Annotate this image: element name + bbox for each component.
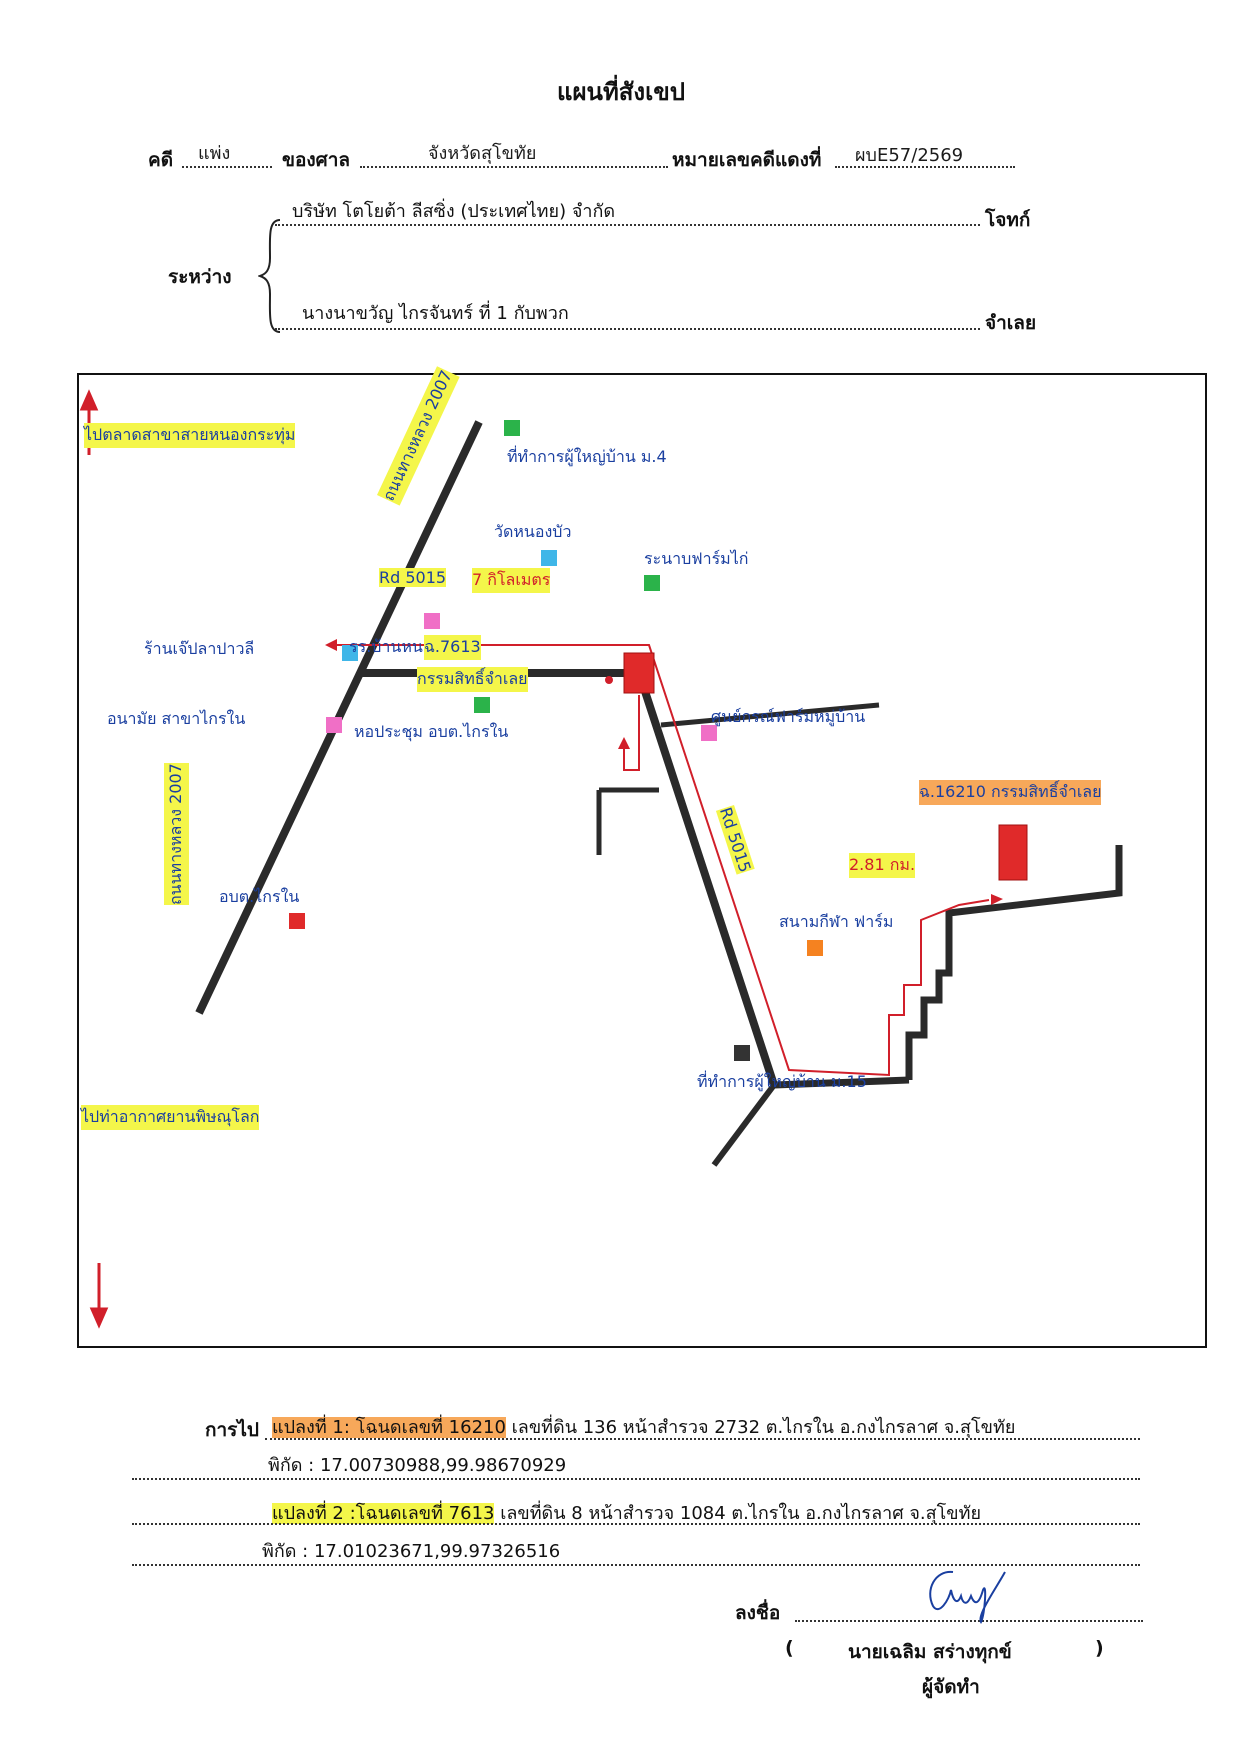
court-dots bbox=[360, 166, 668, 168]
plot1-prefix: แปลงที่ 1: โฉนดเลขที่ 16210 bbox=[272, 1417, 506, 1438]
close-paren: ) bbox=[1095, 1637, 1104, 1659]
south-note: ไปท่าอากาศยานพิษณุโลก bbox=[81, 1105, 260, 1130]
stepped-road bbox=[905, 845, 1123, 1080]
south-arrow bbox=[89, 1263, 109, 1329]
route-to-plot2 bbox=[623, 695, 640, 771]
party-brace bbox=[258, 219, 281, 333]
rd-5015-side bbox=[635, 671, 778, 1087]
branch-road-east bbox=[660, 702, 880, 728]
court-label: ของศาล bbox=[282, 149, 351, 171]
plot2-line: แปลงที่ 2 :โฉนดเลขที่ 7613 เลขที่ดิน 8 ห… bbox=[272, 1498, 981, 1527]
plot1-rest: เลขที่ดิน 136 หน้าสำรวจ 2732 ต.ไกรใน อ.ก… bbox=[505, 1417, 1016, 1438]
plot2-dots bbox=[132, 1523, 1140, 1525]
defendant-name: นางนาขวัญ ไกรจันทร์ ที่ 1 กับพวก bbox=[302, 303, 569, 324]
plot2-dot bbox=[605, 676, 613, 684]
marker-chicken-farm bbox=[644, 575, 660, 591]
meeting-hall-label: หอประชุม อบต.ไกรใน bbox=[354, 722, 509, 741]
marker-abt bbox=[289, 913, 305, 929]
distance-2-label: 2.81 กม. bbox=[849, 853, 916, 878]
plaintiff-name: บริษัท โตโยต้า ลีสซิ่ง (ประเทศไทย) จำกัด bbox=[292, 201, 616, 222]
plaintiff-role: โจทก์ bbox=[985, 209, 1031, 231]
map-drawing bbox=[79, 389, 1123, 1329]
between-label: ระหว่าง bbox=[168, 266, 232, 288]
rd-5015-top-label: Rd 5015 bbox=[379, 568, 447, 587]
plot1-label: ฉ.16210 กรรมสิทธิ์จำเลย bbox=[919, 780, 1102, 805]
stadium-label: สนามกีฬา ฟาร์ม bbox=[779, 912, 894, 931]
plot1-dots bbox=[265, 1438, 1140, 1440]
road-2007-bottom-label: ถนนทางหลวง 2007 bbox=[164, 763, 189, 905]
marker-meeting-hall bbox=[474, 697, 490, 713]
shop-label: ร้านเจ๊ปลาปาวลี bbox=[144, 639, 255, 658]
marker-farm-center bbox=[701, 725, 717, 741]
plaintiff-dots bbox=[275, 224, 980, 226]
health-center-label: อนามัย สาขาไกรใน bbox=[107, 709, 246, 728]
village-head-4-label: ที่ทำการผู้ใหญ่บ้าน ม.4 bbox=[507, 447, 667, 466]
open-paren: ( bbox=[785, 1637, 794, 1659]
directions-label: การไป bbox=[205, 1419, 259, 1441]
marker-shop bbox=[342, 645, 358, 661]
plot2-marker bbox=[623, 652, 655, 694]
marker-school bbox=[424, 613, 440, 629]
route-arrow-plot2 bbox=[618, 737, 630, 749]
plot1-coords-dots bbox=[132, 1478, 1140, 1480]
village-head-15-label: ที่ทำการผู้ใหญ่บ้าน ม.15 bbox=[697, 1072, 867, 1091]
lower-road-south bbox=[711, 1083, 777, 1167]
route-arrow-plot1 bbox=[991, 894, 1003, 905]
plot2-rest: เลขที่ดิน 8 หน้าสำรวจ 1084 ต.ไกรใน อ.กงไ… bbox=[494, 1503, 982, 1524]
sign-dots bbox=[795, 1620, 1143, 1622]
marker-village-head-4 bbox=[504, 420, 520, 436]
plot1-marker bbox=[998, 824, 1028, 881]
farm-center-label: ศูนย์กรณ์ฟาร์มหมู่บ้าน bbox=[711, 707, 866, 726]
plot2-coords: พิกัด : 17.01023671,99.97326516 bbox=[262, 1541, 561, 1562]
sign-label: ลงชื่อ bbox=[735, 1602, 781, 1624]
case-value: แพ่ง bbox=[198, 143, 231, 164]
case-label: คดี bbox=[148, 149, 174, 171]
plot2-label-1: ฉ.7613 bbox=[424, 635, 481, 660]
abt-label: อบต.ไกรใน bbox=[219, 887, 300, 906]
court-value: จังหวัดสุโขทัย bbox=[428, 143, 537, 164]
route-to-plots bbox=[334, 644, 990, 1077]
plot1-line: แปลงที่ 1: โฉนดเลขที่ 16210 เลขที่ดิน 13… bbox=[272, 1412, 1015, 1441]
signer-role: ผู้จัดทำ bbox=[922, 1676, 980, 1698]
lower-road bbox=[773, 1076, 910, 1089]
distance-1-label: 7 กิโลเมตร bbox=[472, 568, 551, 593]
marker-stadium bbox=[807, 940, 823, 956]
red-case-dots bbox=[835, 166, 1015, 168]
marker-health bbox=[326, 717, 342, 733]
plot2-label-2: กรรมสิทธิ์จำเลย bbox=[417, 667, 528, 692]
plot2-prefix: แปลงที่ 2 :โฉนดเลขที่ 7613 bbox=[272, 1503, 495, 1524]
temple-label: วัดหนองบัว bbox=[494, 522, 572, 541]
marker-temple bbox=[541, 550, 557, 566]
defendant-dots bbox=[275, 328, 980, 330]
defendant-role: จำเลย bbox=[985, 312, 1037, 334]
plot2-coords-dots bbox=[132, 1564, 1140, 1566]
sketch-map: ไปตลาดสาขาสายหนองกระทุ่ม ไปท่าอากาศยานพิ… bbox=[77, 366, 1207, 1348]
red-case-label: หมายเลขคดีแดงที่ bbox=[672, 149, 822, 171]
marker-village-head-15 bbox=[734, 1045, 750, 1061]
plot1-coords: พิกัด : 17.00730988,99.98670929 bbox=[268, 1455, 567, 1476]
red-case-value: ผบE57/2569 bbox=[855, 145, 964, 166]
route-arrow-start bbox=[325, 639, 337, 651]
case-dots bbox=[182, 166, 272, 168]
signer-name: นายเฉลิม สร่างทุกข์ bbox=[848, 1641, 1012, 1663]
handwritten-signature bbox=[929, 1570, 1006, 1625]
chicken-farm-label: ระนาบฟาร์มไก่ bbox=[644, 549, 749, 568]
north-note: ไปตลาดสาขาสายหนองกระทุ่ม bbox=[84, 423, 296, 448]
page-title: แผนที่สังเขป bbox=[557, 78, 685, 106]
